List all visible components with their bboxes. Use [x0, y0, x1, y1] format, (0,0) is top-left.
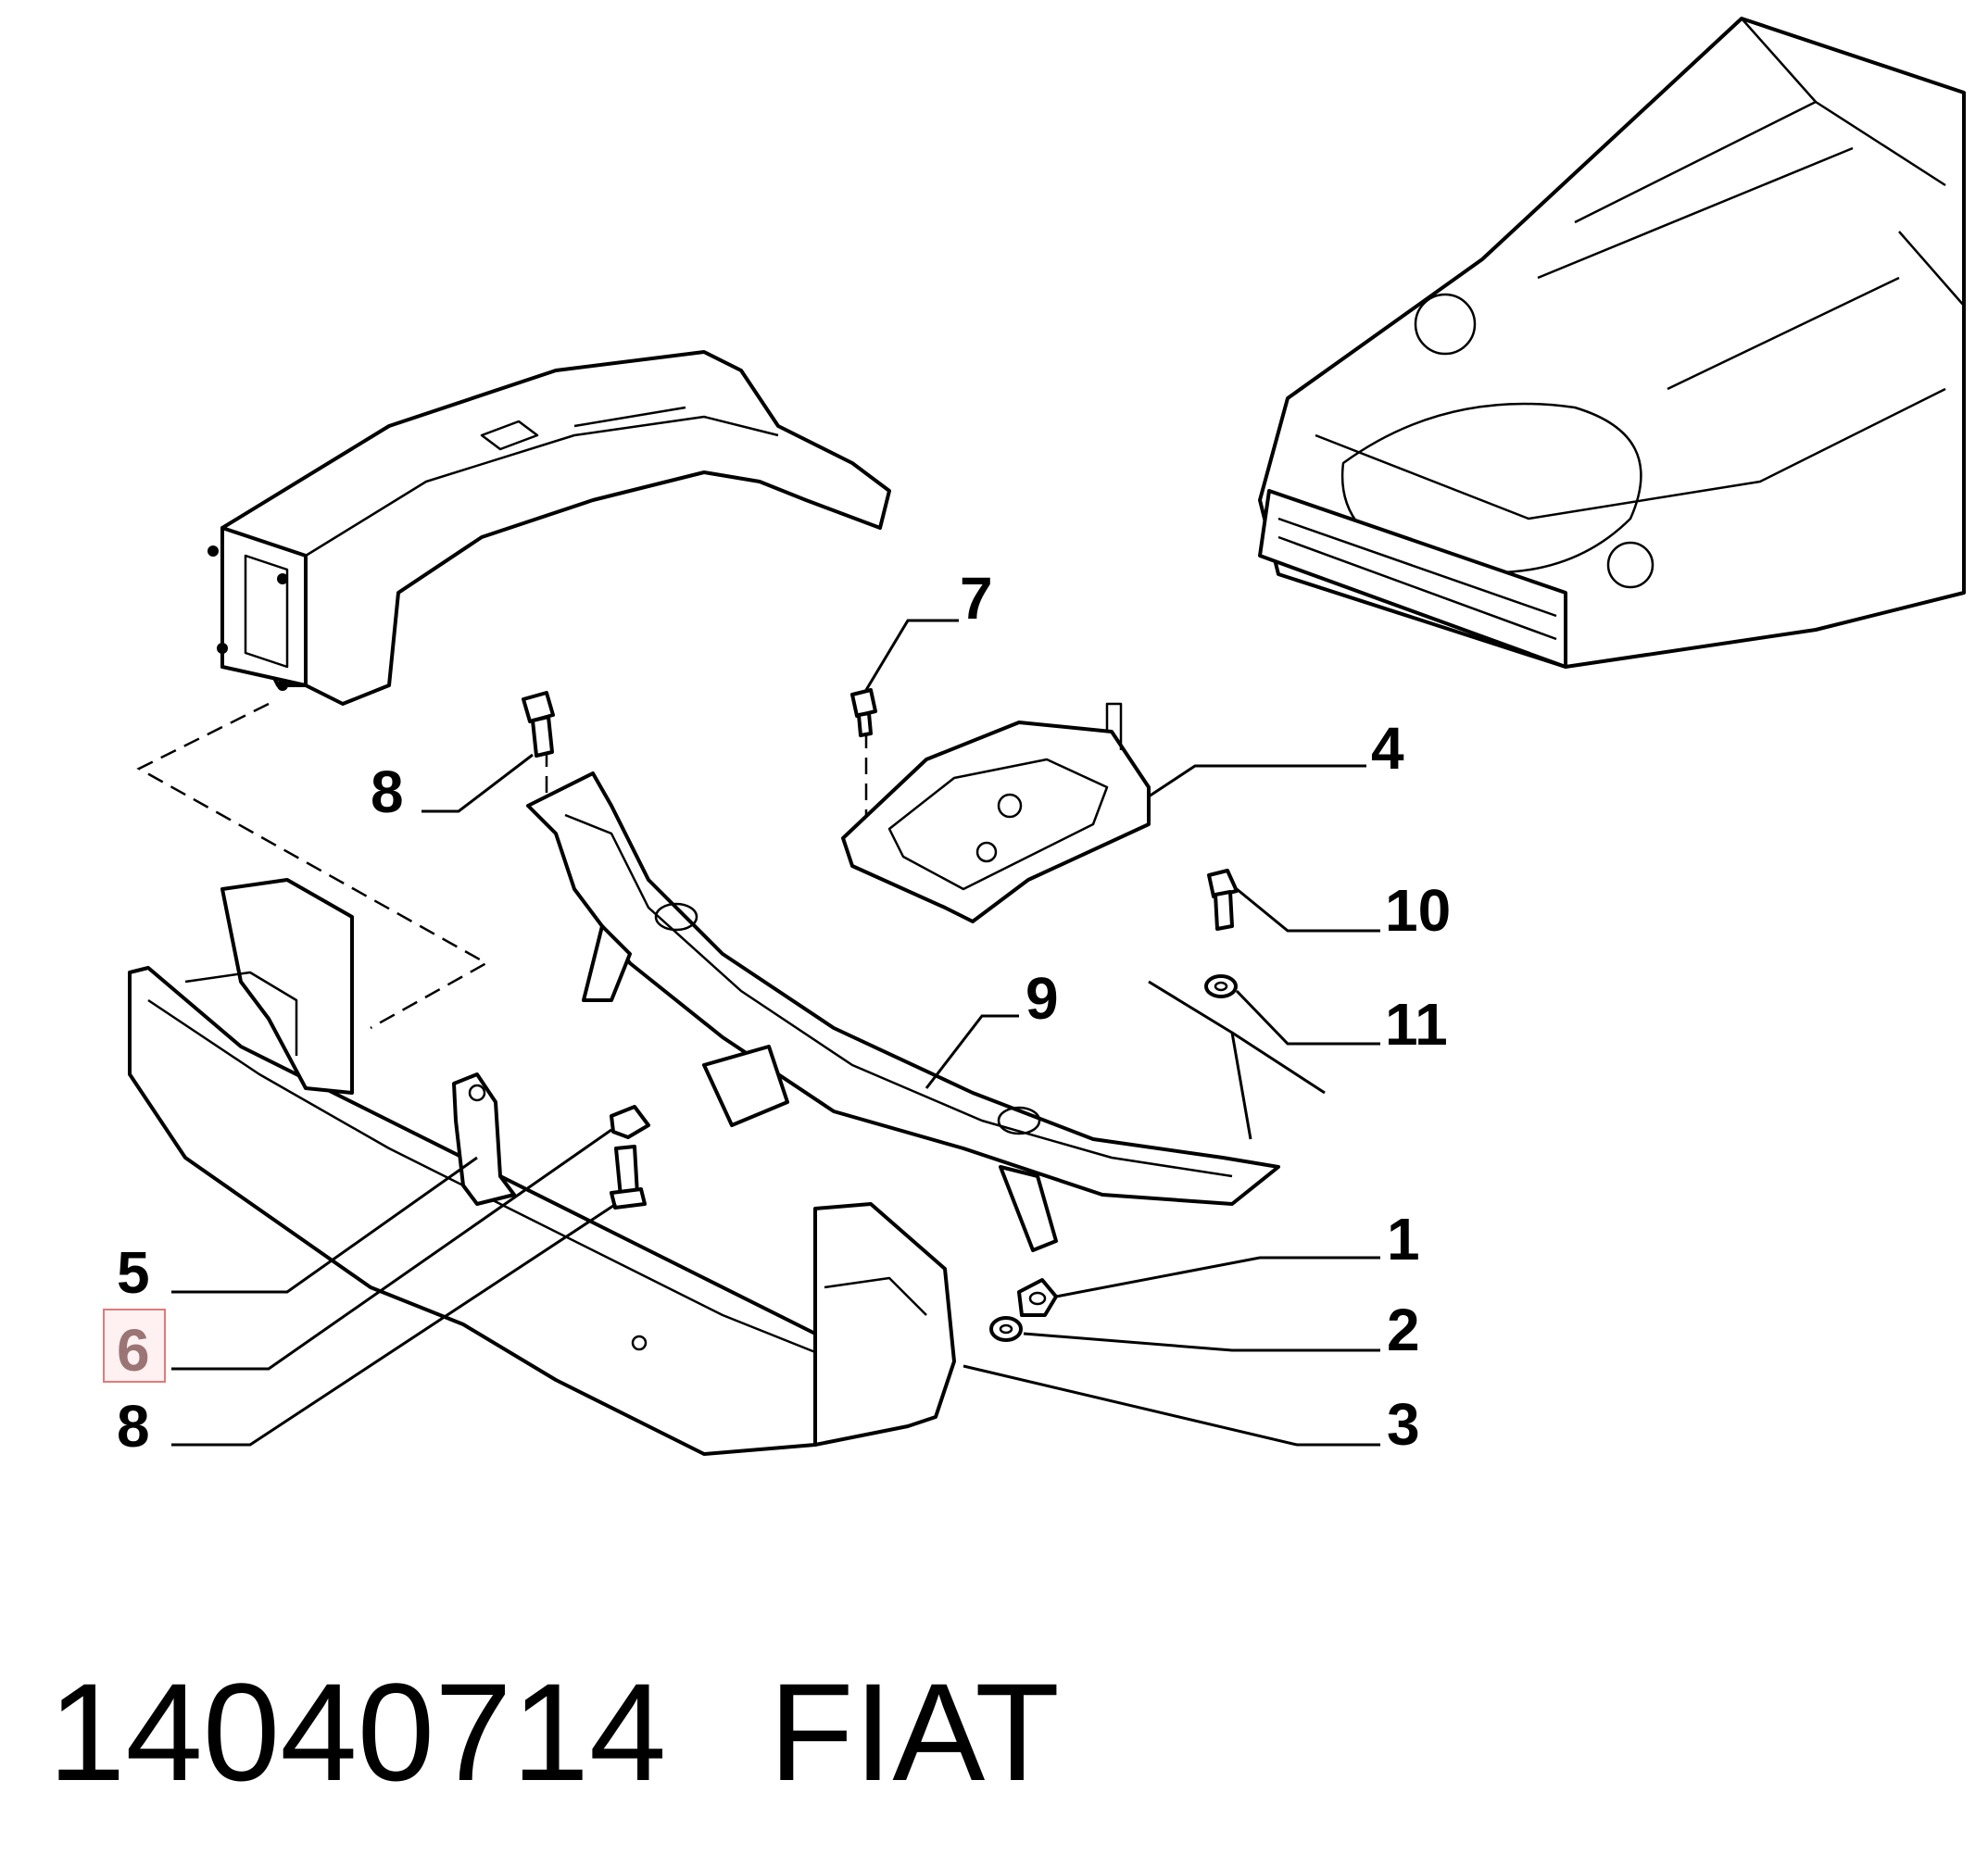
car-body-overview-illustration: [1258, 17, 1966, 669]
part-6-nut: [610, 1105, 650, 1139]
part-11-washer: [1204, 974, 1238, 998]
part-10-bolt: [1207, 869, 1239, 931]
callout-7: 7: [960, 565, 993, 632]
leader-lines: [171, 619, 1380, 1447]
part-2-washer: [989, 1316, 1023, 1342]
footer: 14040714 FIAT: [0, 1649, 1988, 1815]
callout-9: 9: [1025, 965, 1059, 1032]
part-9-upper-crossmember: [526, 771, 1280, 1252]
callout-11: 11: [1385, 991, 1448, 1058]
callout-2: 2: [1387, 1297, 1420, 1363]
callout-5: 5: [117, 1239, 150, 1306]
part-3-front-crossmember: [128, 878, 956, 1456]
assembly-line-dashed: [136, 702, 489, 1030]
callout-10: 10: [1385, 877, 1451, 944]
part-number: 14040714: [48, 1654, 667, 1810]
part-8-bolt-upper: [522, 691, 555, 758]
callout-6: 6: [117, 1317, 150, 1384]
callout-8-lower: 8: [117, 1393, 150, 1460]
part-8-bolt-lower: [610, 1145, 647, 1210]
brand-name: FIAT: [769, 1654, 1060, 1810]
part-4-bracket-plate: [841, 702, 1151, 923]
part-7-screw: [850, 688, 877, 737]
callout-4: 4: [1371, 715, 1404, 782]
callout-3: 3: [1387, 1391, 1420, 1458]
part-5-bracket: [452, 1072, 516, 1206]
callout-8-upper: 8: [371, 758, 404, 825]
assembly-reference-line: [1148, 980, 1326, 1140]
part-1-nut: [1017, 1278, 1058, 1317]
highlight-box-callout-6: [103, 1309, 166, 1383]
front-side-member-illustration: [208, 350, 891, 706]
callout-1: 1: [1387, 1206, 1420, 1272]
